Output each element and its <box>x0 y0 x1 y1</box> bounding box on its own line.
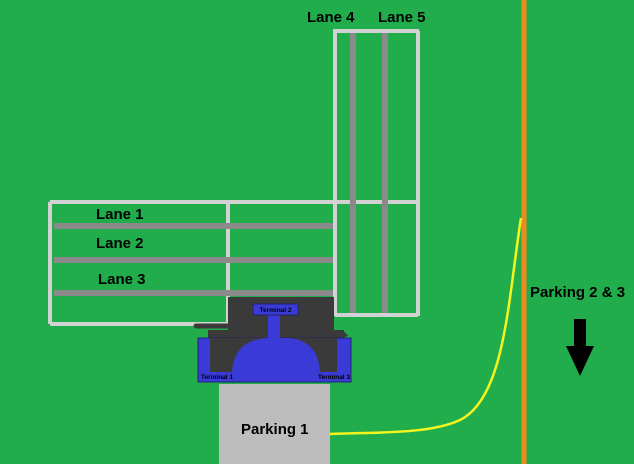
lane-2-label: Lane 2 <box>96 235 144 252</box>
vertical-lane-stripes <box>350 33 388 313</box>
vertical-runways <box>333 29 420 317</box>
terminal-1-label: Terminal 1 <box>201 374 233 381</box>
shuttle-path <box>329 217 523 436</box>
lane-3-label: Lane 3 <box>98 271 146 288</box>
parking-2-3-label: Parking 2 & 3 <box>530 284 625 301</box>
lane-5-label: Lane 5 <box>378 9 426 26</box>
horizontal-lane-stripes <box>54 223 335 296</box>
terminal-3-label: Terminal 3 <box>318 374 350 381</box>
terminal-dome <box>232 338 320 372</box>
lane-1-label: Lane 1 <box>96 206 144 223</box>
terminal-2-sign <box>252 303 299 316</box>
parking-1-label: Parking 1 <box>241 421 309 438</box>
arrow-down-icon <box>566 319 594 376</box>
terminal-building <box>193 297 352 383</box>
lane-4-label: Lane 4 <box>307 9 355 26</box>
parking-1-lot <box>219 384 330 464</box>
terminal-2-label: Terminal 2 <box>259 307 291 314</box>
